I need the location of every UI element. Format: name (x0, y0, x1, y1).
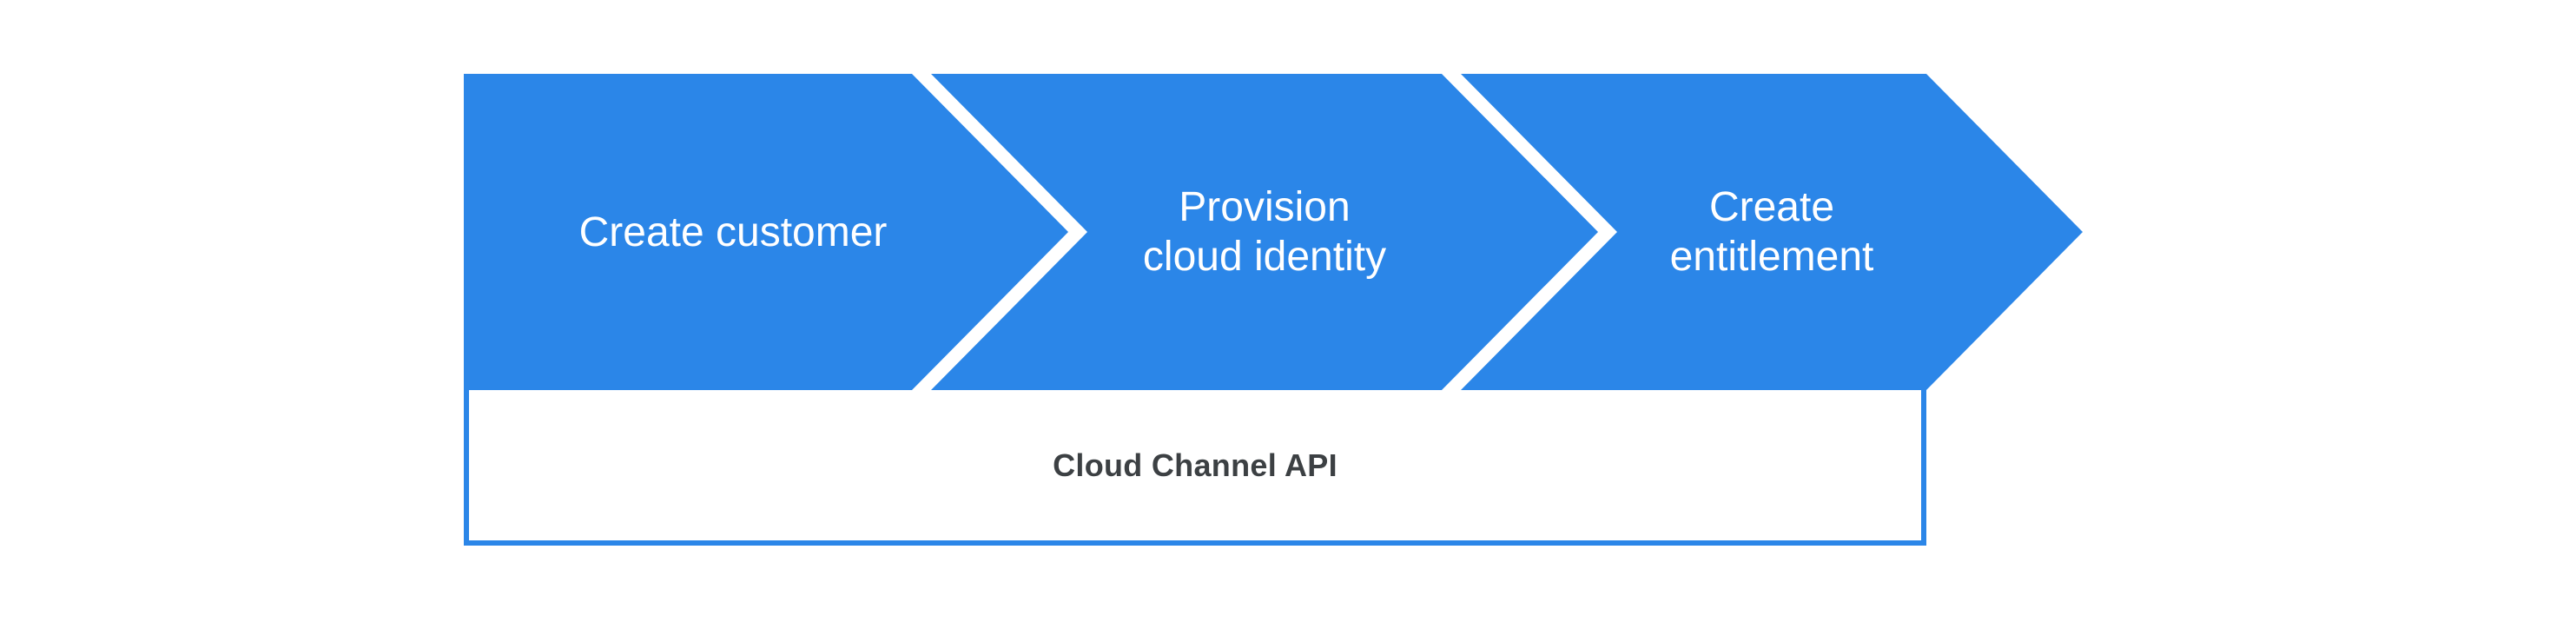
chevron-label-line: Create (1708, 184, 1835, 230)
chevron-label-line: Create customer (578, 209, 888, 255)
chevron-create-customer (464, 74, 1068, 390)
chevron-label-line: Provision (1179, 184, 1351, 230)
chevron-label-create-customer: Create customer (464, 74, 1002, 390)
api-box-label: Cloud Channel API (1053, 447, 1338, 483)
chevron-create-entitlement (1461, 74, 2083, 390)
chevron-label-create-entitlement: Create entitlement (1461, 74, 2083, 390)
chevron-provision-cloud-identity (931, 74, 1598, 390)
chevron-label-line: entitlement (1669, 234, 1874, 280)
chevron-label-line: cloud identity (1142, 234, 1387, 280)
api-box: Cloud Channel API (464, 390, 1926, 546)
chevron-label-provision-cloud-identity: Provision cloud identity (931, 74, 1598, 390)
